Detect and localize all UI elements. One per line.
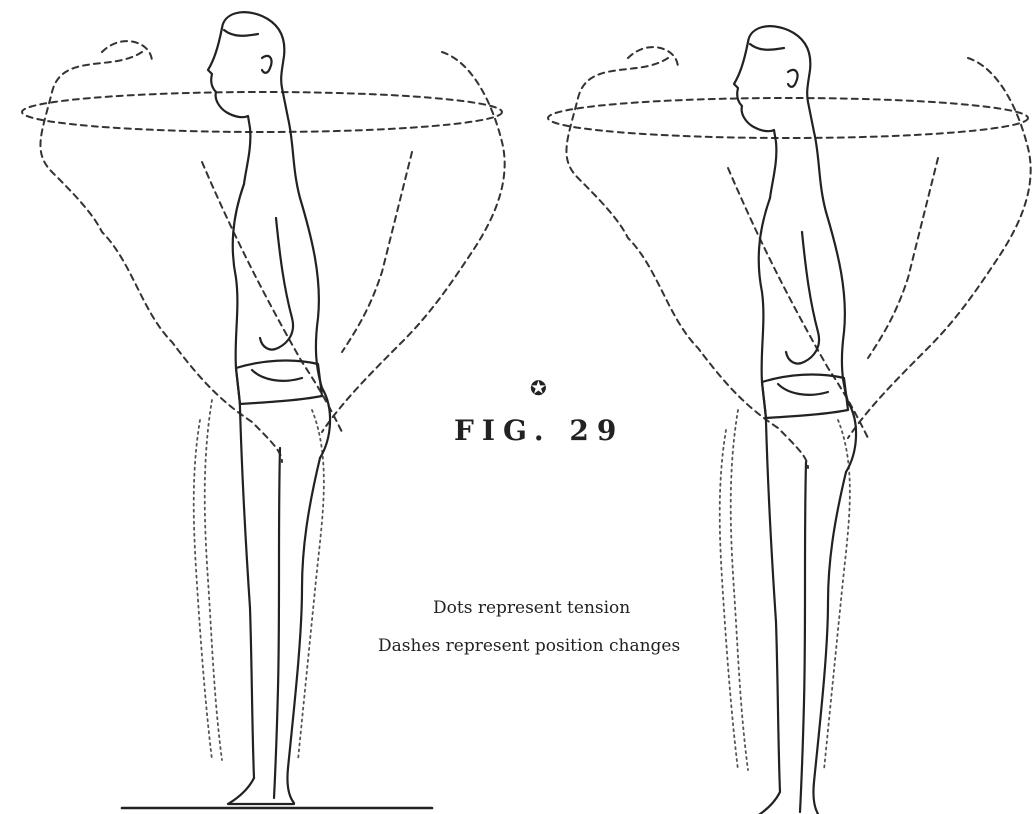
figure-label: FIG. 29	[454, 414, 624, 447]
left-figure-group	[22, 12, 505, 808]
legend-position-changes: Dashes represent position changes	[378, 636, 680, 656]
legend-tension: Dots represent tension	[433, 598, 630, 618]
center-marker-icon: ✪	[530, 376, 547, 400]
